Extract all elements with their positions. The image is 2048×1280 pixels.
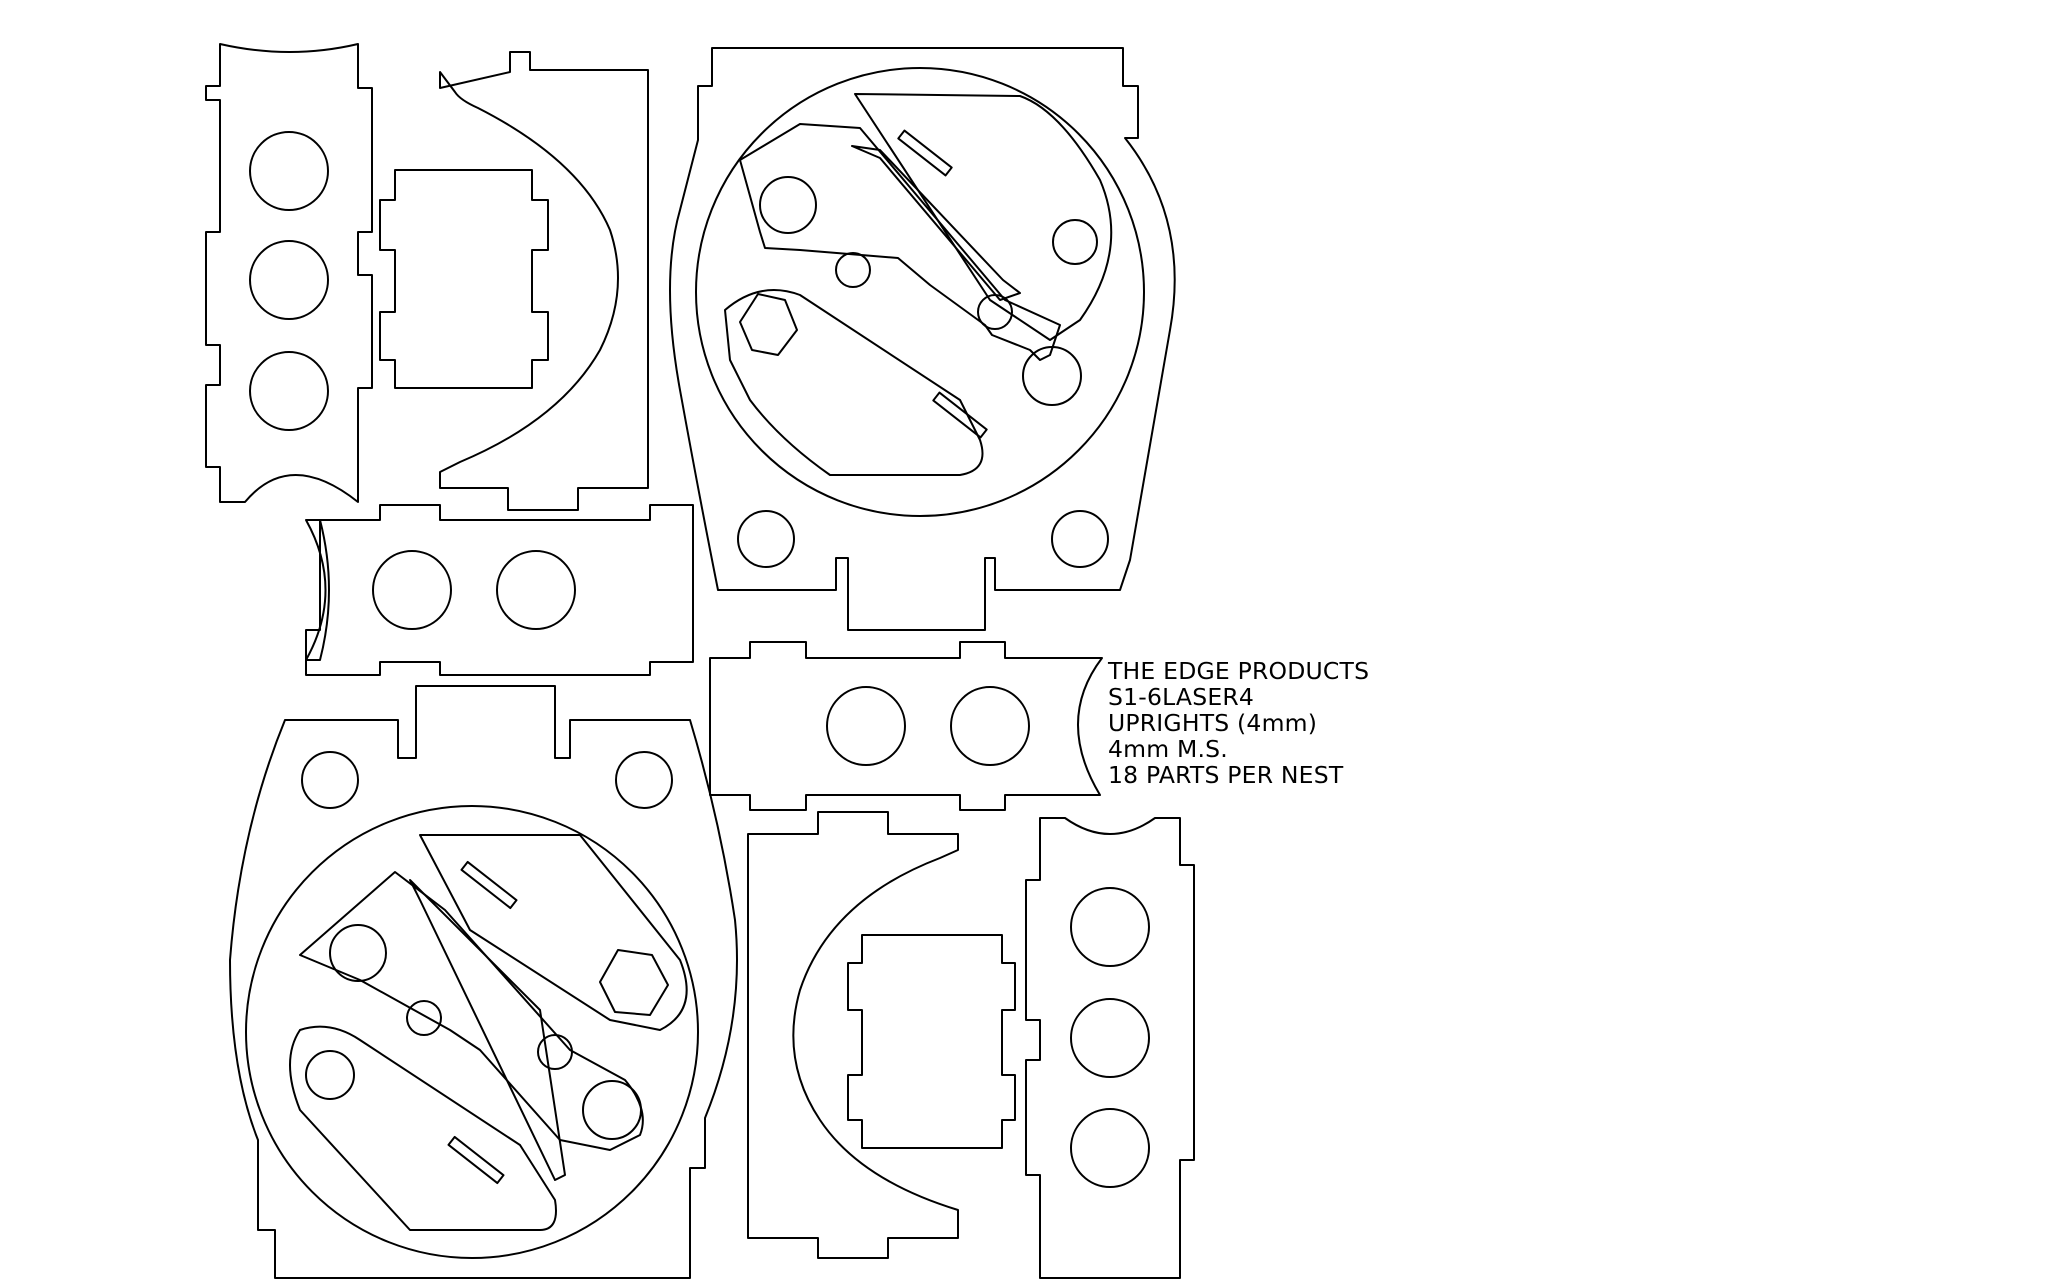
part-hole bbox=[826, 686, 906, 766]
part-short-spacer-left bbox=[305, 504, 694, 676]
part-hole bbox=[496, 550, 576, 630]
inner-link-diagonal bbox=[419, 834, 688, 1031]
part-outline bbox=[205, 43, 373, 503]
part-spacer-plate-bottom-right bbox=[1025, 817, 1195, 1279]
part-large-circle bbox=[245, 805, 699, 1259]
hex-nut-cutout bbox=[739, 293, 798, 356]
part-outline bbox=[747, 811, 959, 1259]
part-hole bbox=[249, 351, 329, 431]
part-outline bbox=[669, 47, 1176, 631]
inner-link-left bbox=[299, 871, 644, 1151]
title-nest-count: 18 PARTS PER NEST bbox=[1108, 761, 1344, 789]
inner-link-lower bbox=[724, 289, 984, 476]
inner-link-middle bbox=[409, 879, 566, 1181]
inner-link-lower bbox=[289, 1025, 557, 1231]
title-description: UPRIGHTS (4mm) bbox=[1108, 709, 1318, 737]
part-window bbox=[379, 169, 549, 389]
part-hole bbox=[1070, 998, 1150, 1078]
slot-cutout bbox=[897, 129, 953, 177]
part-hole bbox=[1052, 219, 1098, 265]
inner-link-left bbox=[739, 123, 1061, 361]
slot-cutout bbox=[932, 391, 988, 439]
title-material: 4mm M.S. bbox=[1108, 735, 1228, 763]
slot-cutout bbox=[447, 1135, 505, 1185]
part-hole bbox=[301, 751, 359, 809]
inner-link-middle bbox=[851, 145, 1021, 301]
part-arc-bracket-bottom bbox=[747, 811, 1016, 1259]
part-hole bbox=[950, 686, 1030, 766]
part-hole bbox=[1070, 887, 1150, 967]
part-hole bbox=[372, 550, 452, 630]
part-hole bbox=[582, 1080, 642, 1140]
part-upright-large-bottom bbox=[229, 685, 738, 1279]
part-hole bbox=[1022, 346, 1082, 406]
part-outline bbox=[709, 641, 1103, 811]
part-outline bbox=[439, 51, 649, 511]
part-hole bbox=[249, 131, 329, 211]
part-window bbox=[847, 934, 1016, 1149]
part-hole bbox=[1051, 510, 1109, 568]
part-hole bbox=[249, 240, 329, 320]
title-company: THE EDGE PRODUCTS bbox=[1108, 657, 1370, 685]
part-upright-large-top bbox=[669, 47, 1176, 631]
slot-cutout bbox=[460, 860, 518, 910]
part-hole bbox=[537, 1034, 573, 1070]
part-hole bbox=[305, 1050, 355, 1100]
part-hole bbox=[1070, 1108, 1150, 1188]
part-hole bbox=[615, 751, 673, 809]
part-outline bbox=[229, 685, 738, 1279]
part-spacer-plate-top-left bbox=[205, 43, 373, 503]
part-arc-bracket-top bbox=[379, 51, 649, 511]
part-hole bbox=[835, 252, 871, 288]
part-short-spacer-right bbox=[709, 641, 1103, 811]
part-hole bbox=[759, 176, 817, 234]
part-hole bbox=[737, 510, 795, 568]
title-part-number: S1-6LASER4 bbox=[1108, 683, 1255, 711]
hex-nut-cutout bbox=[599, 949, 669, 1016]
part-large-circle bbox=[695, 67, 1145, 517]
part-outline-main bbox=[305, 504, 694, 676]
part-outline bbox=[1025, 817, 1195, 1279]
part-hole bbox=[329, 924, 387, 982]
inner-link-diagonal bbox=[854, 93, 1113, 341]
part-hole bbox=[406, 1000, 442, 1036]
title-block: THE EDGE PRODUCTS S1-6LASER4 UPRIGHTS (4… bbox=[1108, 658, 1369, 788]
